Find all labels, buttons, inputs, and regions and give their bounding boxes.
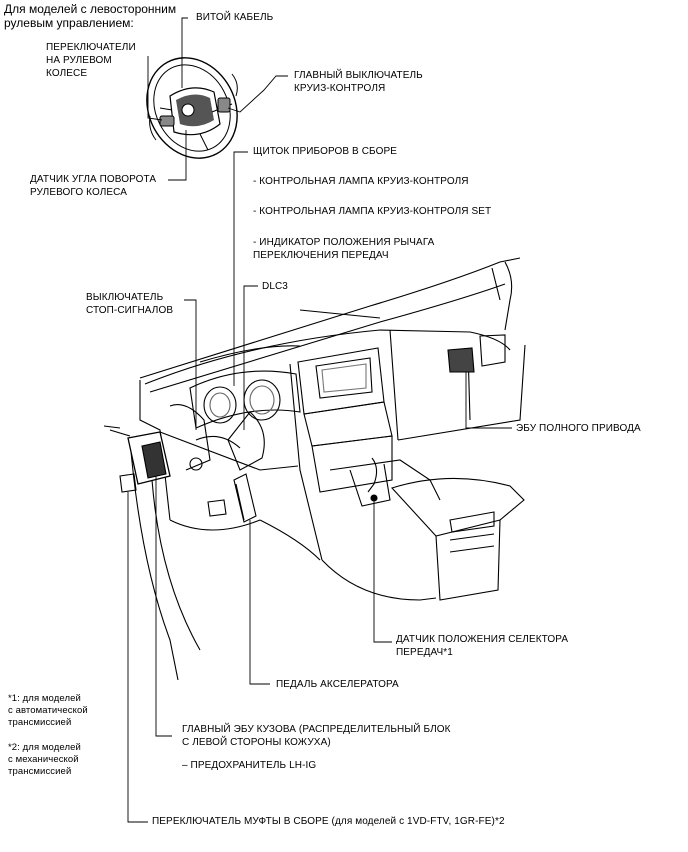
label-meter-item-cruise-lamp: - КОНТРОЛЬНАЯ ЛАМПА КРУИЗ-КОНТРОЛЯ — [253, 176, 469, 187]
label-steering-angle-sensor: ДАТЧИК УГЛА ПОВОРОТА РУЛЕВОГО КОЛЕСА — [30, 173, 156, 199]
label-clutch-switch: ПЕРЕКЛЮЧАТЕЛЬ МУФТЫ В СБОРЕ (для моделей… — [152, 816, 505, 827]
label-4wd-ecu: ЭБУ ПОЛНОГО ПРИВОДА — [516, 423, 641, 434]
header-line-1: Для моделей с левосторонним — [4, 2, 177, 16]
label-line: ПЕРЕКЛЮЧЕНИЯ ПЕРЕДАЧ — [253, 250, 389, 261]
label-accelerator-pedal: ПЕДАЛЬ АКСЕЛЕРАТОРА — [276, 679, 399, 690]
label-meter-item-cruise-set-lamp: - КОНТРОЛЬНАЯ ЛАМПА КРУИЗ-КОНТРОЛЯ SET — [253, 206, 492, 217]
label-line: ДАТЧИК УГЛА ПОВОРОТА — [30, 174, 157, 185]
footnote-2: *2: для моделей с механической трансмисс… — [8, 742, 81, 778]
footnote-line: трансмиссией — [8, 717, 72, 728]
label-fuse-lh-ig: – ПРЕДОХРАНИТЕЛЬ LH-IG — [182, 760, 317, 771]
label-line: - ИНДИКАТОР ПОЛОЖЕНИЯ РЫЧАГА — [253, 237, 435, 248]
label-cruise-main-switch: ГЛАВНЫЙ ВЫКЛЮЧАТЕЛЬ КРУИЗ-КОНТРОЛЯ — [294, 69, 423, 95]
label-line: РУЛЕВОГО КОЛЕСА — [30, 187, 128, 198]
footnote-1: *1: для моделей с автоматической трансми… — [8, 693, 88, 729]
header-note: Для моделей с левосторонним рулевым упра… — [4, 2, 176, 30]
label-line: ПЕРЕКЛЮЧАТЕЛИ — [46, 42, 136, 53]
label-line: С ЛЕВОЙ СТОРОНЫ КОЖУХА) — [182, 737, 331, 748]
label-line: СТОП-СИГНАЛОВ — [86, 305, 174, 316]
label-steering-switches: ПЕРЕКЛЮЧАТЕЛИ НА РУЛЕВОМ КОЛЕСЕ — [46, 41, 136, 80]
label-line: ДАТЧИК ПОЛОЖЕНИЯ СЕЛЕКТОРА — [396, 634, 569, 645]
label-line: ГЛАВНЫЙ ВЫКЛЮЧАТЕЛЬ — [294, 70, 423, 81]
label-line: ГЛАВНЫЙ ЭБУ КУЗОВА (РАСПРЕДЕЛИТЕЛЬНЫЙ БЛ… — [182, 724, 451, 735]
label-line: ПЕРЕДАЧ*1 — [396, 647, 453, 658]
label-line: КОЛЕСЕ — [46, 68, 88, 79]
footnote-line: трансмиссией — [8, 766, 72, 777]
label-main-body-ecu: ГЛАВНЫЙ ЭБУ КУЗОВА (РАСПРЕДЕЛИТЕЛЬНЫЙ БЛ… — [182, 723, 451, 749]
label-line: НА РУЛЕВОМ — [46, 55, 112, 66]
header-line-2: рулевым управлением: — [4, 16, 134, 30]
footnote-line: с механической — [8, 754, 79, 765]
label-meter-item-shift-indicator: - ИНДИКАТОР ПОЛОЖЕНИЯ РЫЧАГА ПЕРЕКЛЮЧЕНИ… — [253, 236, 434, 262]
label-line: ВЫКЛЮЧАТЕЛЬ — [86, 292, 164, 303]
label-stop-light-switch: ВЫКЛЮЧАТЕЛЬ СТОП-СИГНАЛОВ — [86, 291, 173, 317]
label-line: КРУИЗ-КОНТРОЛЯ — [294, 83, 386, 94]
footnote-line: с автоматической — [8, 705, 88, 716]
label-shift-position-sensor: ДАТЧИК ПОЛОЖЕНИЯ СЕЛЕКТОРА ПЕРЕДАЧ*1 — [396, 633, 568, 659]
label-spiral-cable: ВИТОЙ КАБЕЛЬ — [196, 12, 274, 23]
footnote-line: *1: для моделей — [8, 693, 81, 704]
footnote-line: *2: для моделей — [8, 742, 81, 753]
dashboard-outline — [104, 258, 525, 680]
label-combination-meter: ЩИТОК ПРИБОРОВ В СБОРЕ — [253, 146, 397, 157]
leader-lines — [128, 18, 512, 822]
label-dlc3: DLC3 — [262, 281, 288, 292]
